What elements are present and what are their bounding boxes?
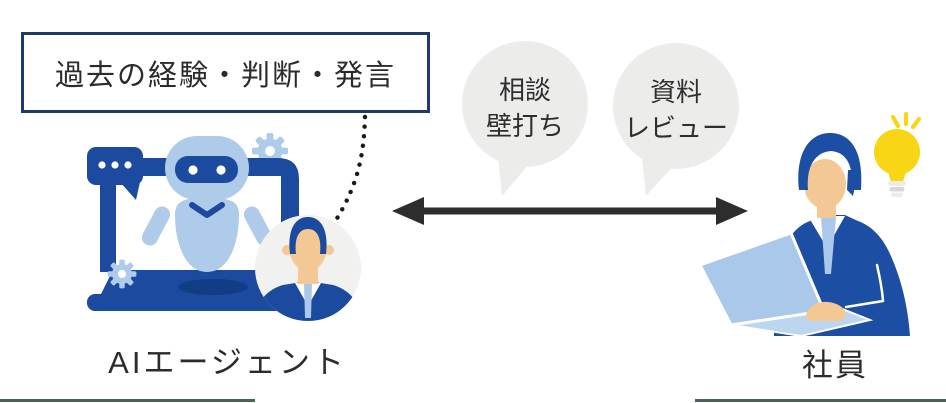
bottom-rule-right [695, 399, 946, 402]
double-headed-arrow [392, 197, 748, 225]
employee-head [798, 133, 862, 218]
employee-illustration [698, 111, 922, 338]
lightbulb-idea-icon [874, 111, 922, 197]
bottom-rule-left [0, 399, 255, 402]
bubble-line: 資料 [649, 77, 702, 107]
speech-bubble-review-text: 資料 レビュー [600, 74, 752, 146]
bubble-line: レビュー [623, 113, 728, 143]
bubble-line: 相談 [498, 75, 551, 105]
annotation-box-label: 過去の経験・判断・発言 [54, 59, 396, 92]
caption-employee: 社員 [802, 348, 868, 383]
dotted-connector [333, 114, 368, 223]
speech-bubble-consult [462, 41, 588, 196]
annotation-box: 過去の経験・判断・発言 [21, 32, 430, 113]
robot-shadow [178, 279, 248, 295]
hand [805, 301, 846, 322]
ai-robot-on-laptop-illustration [87, 133, 299, 311]
speech-bubble-review [613, 43, 739, 196]
bubble-line: 壁打ち [485, 111, 564, 141]
chat-bubble-icon [87, 147, 143, 200]
gear-icon [107, 259, 137, 289]
businessman-avatar [255, 215, 361, 321]
speech-bubble-consult-text: 相談 壁打ち [449, 72, 601, 144]
caption-ai-agent: AIエージェント [108, 345, 347, 380]
robot-icon [141, 136, 273, 272]
